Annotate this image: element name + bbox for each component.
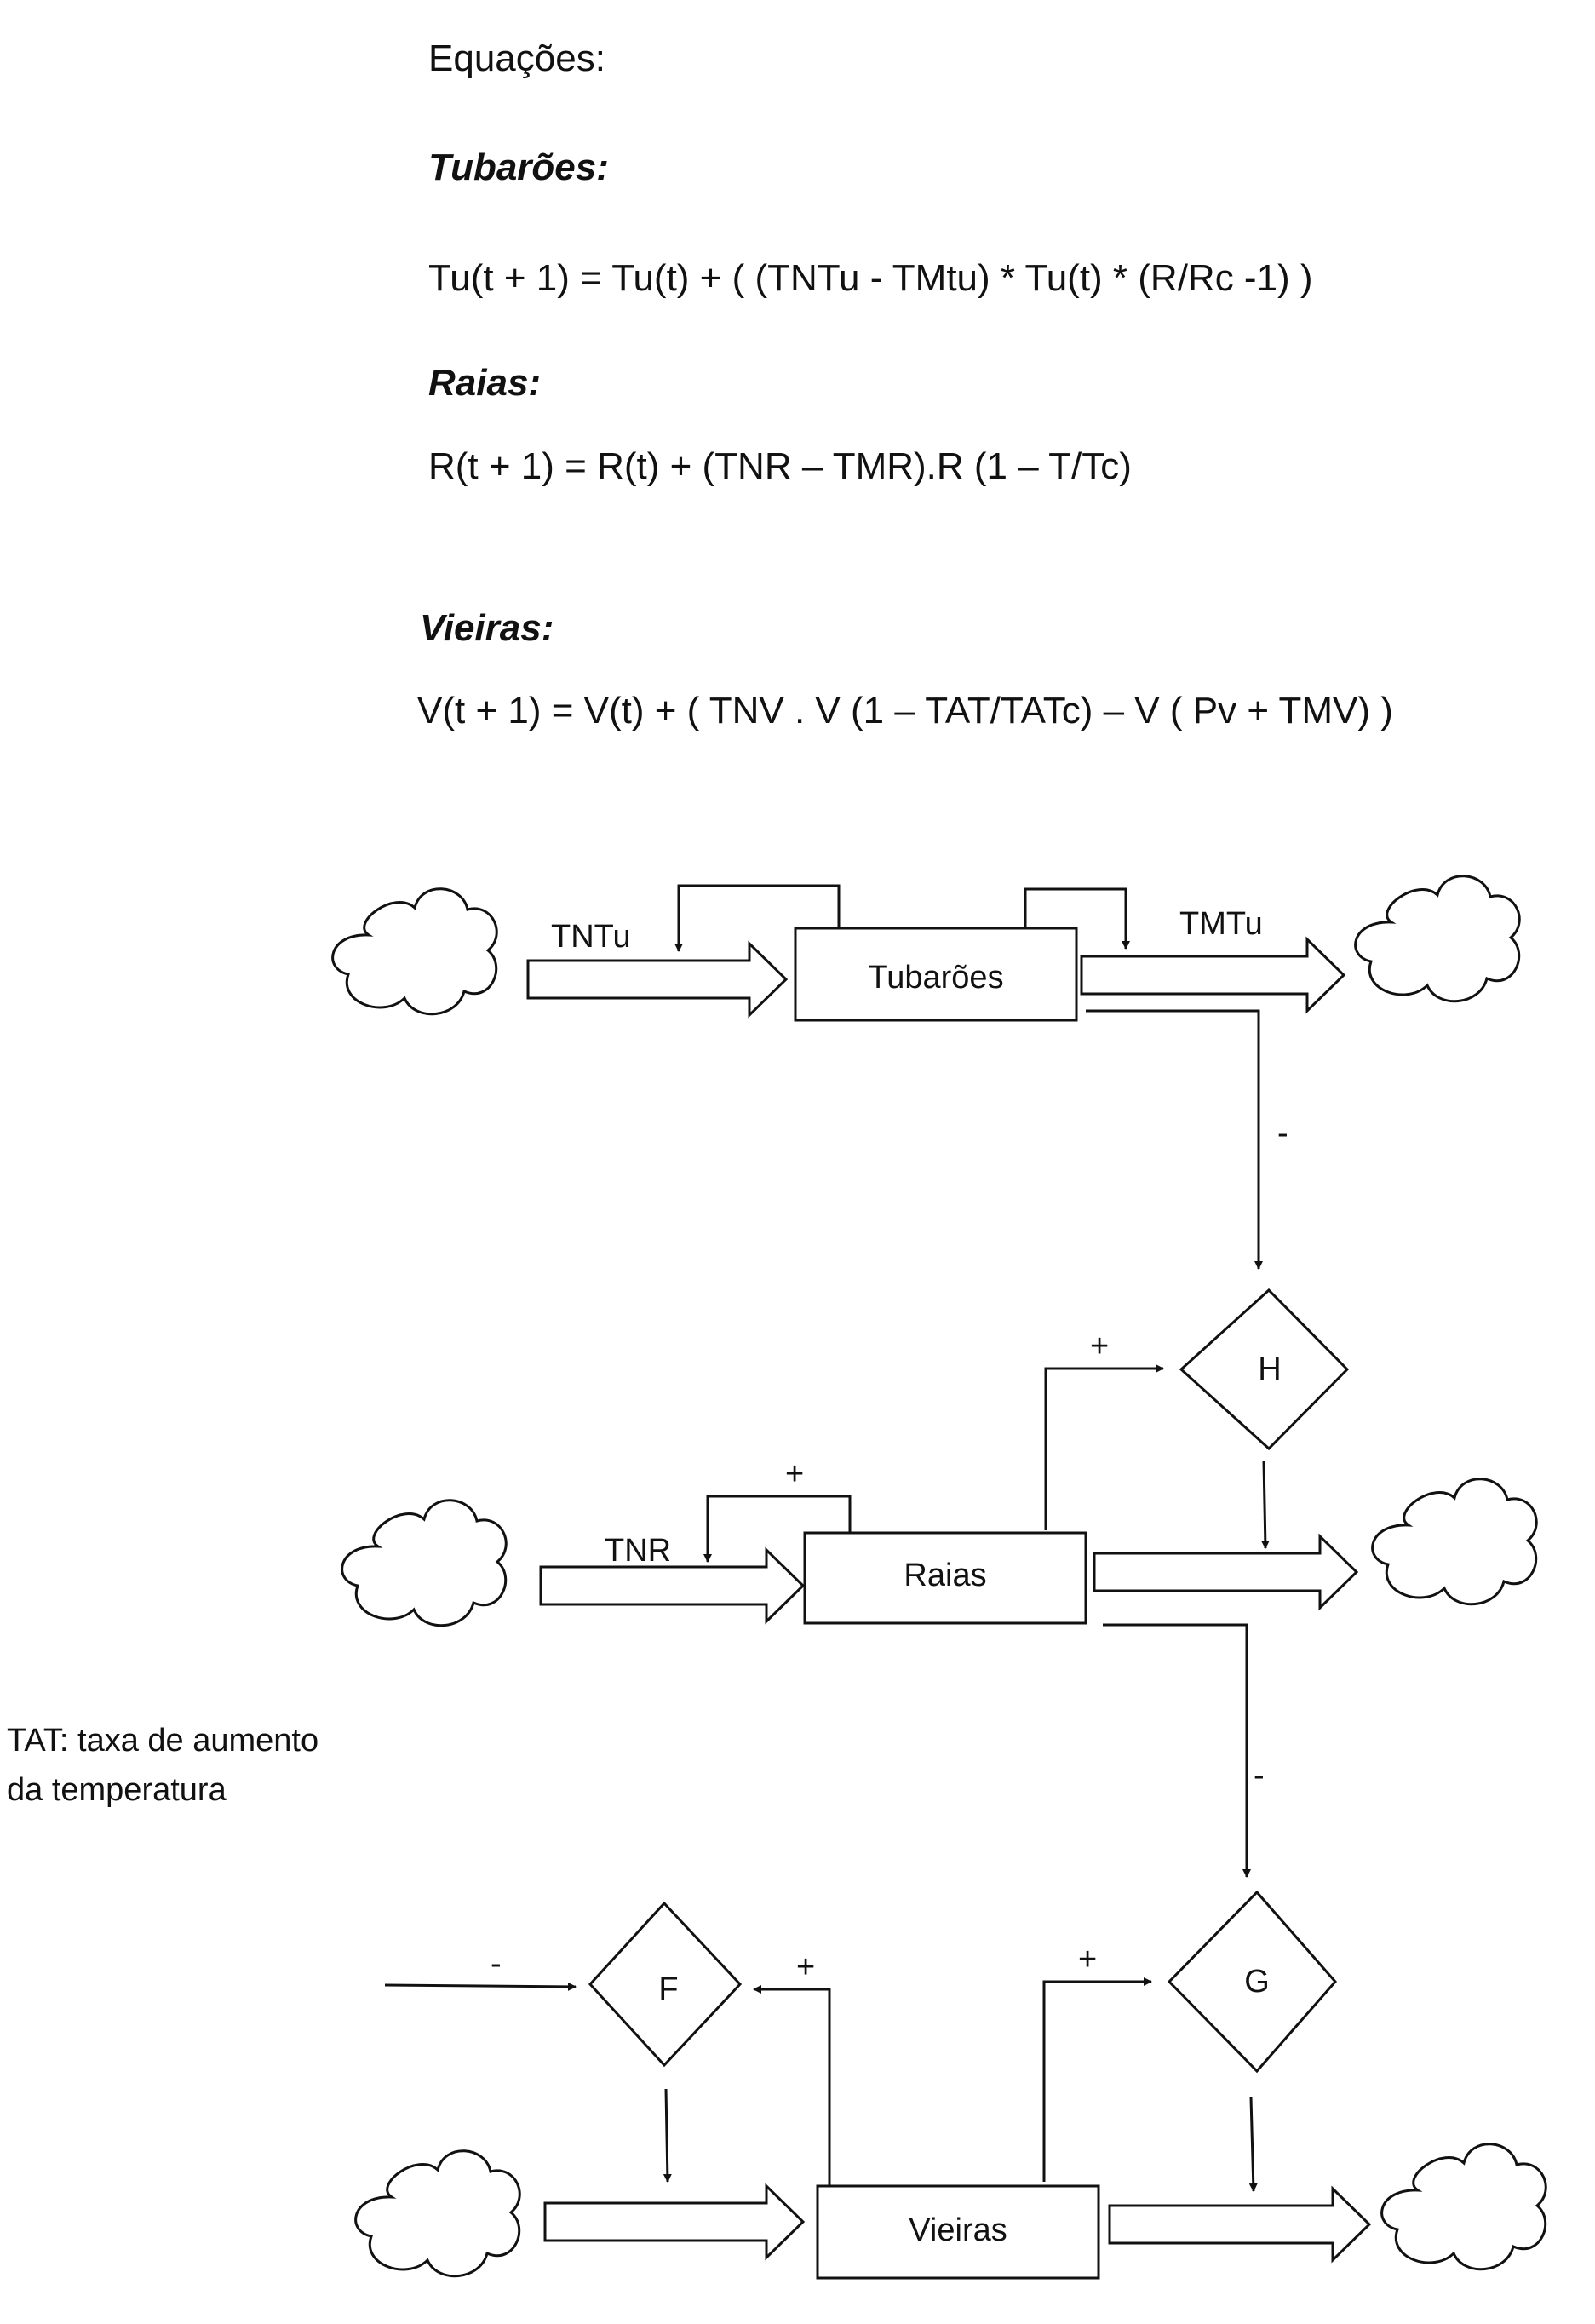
flow-arrow-raias-out — [1093, 1533, 1359, 1611]
cloud-icon — [1354, 875, 1521, 1003]
converter-g — [1167, 1890, 1337, 2074]
cloud-icon — [331, 887, 498, 1016]
link-tubaroes-to-h — [1086, 1009, 1263, 1270]
sign-tubaroes-to-h: - — [1277, 1116, 1288, 1151]
link-raias-to-g — [1103, 1623, 1251, 1878]
sign-vieiras-to-f: + — [796, 1949, 815, 1985]
link-vieiras-to-f — [753, 1985, 831, 2186]
stock-vieiras — [816, 2184, 1100, 2280]
flow-label-tntu: TNTu — [551, 919, 631, 955]
tubaroes-equation: Tu(t + 1) = Tu(t) + ( (TNTu - TMtu) * Tu… — [428, 257, 1313, 299]
link-raias-to-h — [1044, 1364, 1164, 1530]
raias-heading: Raias: — [428, 362, 542, 404]
stock-tubaroes — [794, 927, 1078, 1022]
stock-raias — [803, 1531, 1087, 1625]
link-h-to-flow — [1260, 1460, 1270, 1549]
stock-raias-label: Raias — [904, 1558, 986, 1593]
link-f-to-flow — [663, 2088, 672, 2183]
sign-raias-to-g: - — [1254, 1758, 1265, 1793]
flow-arrow-tntu — [526, 940, 789, 1019]
feedback-tubaroes-out — [1024, 887, 1130, 950]
flow-label-tnr: TNR — [605, 1533, 671, 1569]
tat-note-line-1: TAT: taxa de aumento — [7, 1723, 319, 1759]
sign-tat-to-f: - — [491, 1946, 502, 1982]
converter-f — [588, 1901, 743, 2068]
converter-f-label: F — [658, 1971, 678, 2007]
flow-label-tmtu: TMTu — [1179, 906, 1263, 942]
converter-h-label: H — [1258, 1351, 1281, 1387]
link-vieiras-to-g — [1042, 1977, 1152, 2182]
cloud-icon — [341, 1499, 508, 1627]
link-g-to-flow — [1248, 2097, 1258, 2192]
feedback-tubaroes-in — [674, 884, 841, 952]
tubaroes-heading: Tubarões: — [428, 146, 609, 188]
sign-vieiras-to-g: + — [1078, 1942, 1097, 1977]
sign-raias-to-h: + — [1090, 1328, 1109, 1364]
tat-note-line-2: da temperatura — [7, 1772, 227, 1808]
flow-arrow-vieiras-out — [1108, 2185, 1372, 2264]
converter-g-label: G — [1244, 1964, 1270, 2000]
equations-heading: Equações: — [428, 37, 605, 79]
tat-note: TAT: taxa de aumento da temperatura — [7, 1716, 318, 1815]
stock-vieiras-label: Vieiras — [909, 2212, 1007, 2248]
cloud-icon — [1380, 2143, 1547, 2271]
flow-arrow-vieiras-in — [543, 2183, 806, 2261]
sign-raias-loop: + — [785, 1456, 804, 1492]
converter-h — [1179, 1288, 1350, 1451]
flow-arrow-tnr — [539, 1546, 806, 1625]
vieiras-heading: Vieiras: — [420, 607, 554, 649]
flow-arrow-tmtu — [1080, 936, 1346, 1014]
stock-tubaroes-label: Tubarões — [868, 960, 1003, 996]
raias-equation: R(t + 1) = R(t) + (TNR – TMR).R (1 – T/T… — [428, 445, 1132, 487]
vieiras-equation: V(t + 1) = V(t) + ( TNV . V (1 – TAT/TAT… — [417, 690, 1393, 732]
cloud-icon — [1371, 1478, 1538, 1606]
cloud-icon — [354, 2149, 521, 2278]
feedback-raias-loop — [703, 1495, 852, 1563]
link-tat-to-f — [384, 1982, 577, 1991]
